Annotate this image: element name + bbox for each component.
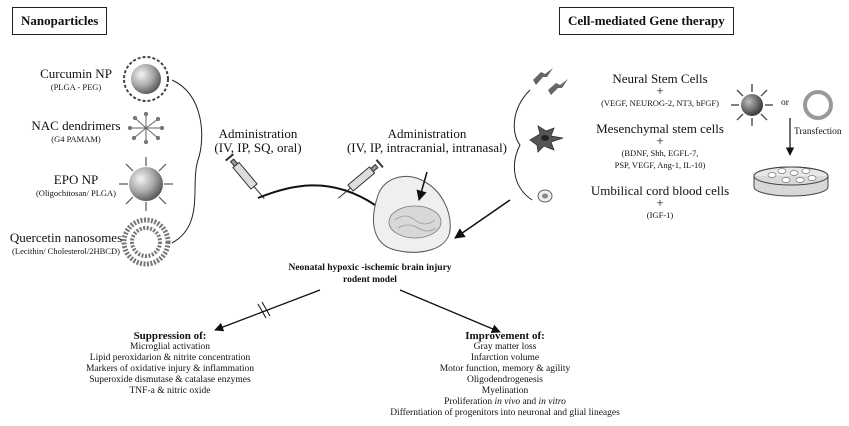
culture-dish-icon xyxy=(753,166,829,197)
nanoparticle-item: EPO NP (Oligochitosan/ PLGA) xyxy=(20,172,132,198)
np-detail: (Oligochitosan/ PLGA) xyxy=(35,188,117,198)
syringe-icon xyxy=(337,159,384,199)
list-item: Differntiation of progenitors into neuro… xyxy=(390,408,620,418)
prolif-invitro: in vitro xyxy=(538,397,566,407)
list-item: Gray matter loss xyxy=(473,342,537,352)
nanoparticle-item: NAC dendrimers (G4 PAMAM) xyxy=(30,118,122,144)
admin-title: Administration xyxy=(387,126,467,141)
np-detail: (Lecithin/ Cholesterol/2HBCD) xyxy=(12,246,120,256)
liposome-vector-icon xyxy=(803,90,833,120)
nanoparticle-item: Curcumin NP (PLGA - PEG) xyxy=(30,66,122,92)
cell-name: Neural Stem Cells xyxy=(612,71,708,86)
np-name: NAC dendrimers xyxy=(31,118,121,133)
cell-plus: + xyxy=(656,83,664,98)
prolif-and: and xyxy=(520,397,539,407)
np-detail: (G4 PAMAM) xyxy=(51,134,101,144)
transfection-label: Transfection xyxy=(794,127,842,137)
cord-blood-cell-icon xyxy=(537,189,553,203)
admin-title: Administration xyxy=(218,126,298,141)
prolif-text: Proliferation xyxy=(444,397,495,407)
list-item: TNF-a & nitric oxide xyxy=(129,386,211,396)
virus-vector-icon xyxy=(731,84,773,126)
cell-plus: + xyxy=(656,195,664,210)
cell-detail: (VEGF, NEUROG-2, NT3, bFGF) xyxy=(601,98,719,108)
model-line1: Neonatal hypoxic -ischemic brain injury xyxy=(288,263,452,273)
prolif-invivo: in vivo xyxy=(494,397,521,407)
np-detail: (PLGA - PEG) xyxy=(50,82,102,92)
list-item: Proliferation in vivo and in vitro xyxy=(365,397,645,408)
model-label: Neonatal hypoxic -ischemic brain injury … xyxy=(270,262,470,286)
cell-item: Umbilical cord blood cells + (IGF-1) xyxy=(575,183,745,221)
np-name: EPO NP xyxy=(53,172,99,187)
nanoparticles-header: Nanoparticles xyxy=(12,7,108,35)
cell-detail: (IGF-1) xyxy=(646,210,674,220)
list-item: Superoxide dismutase & catalase enzymes xyxy=(89,375,251,385)
list-item: Microglial activation xyxy=(130,342,210,352)
cell-detail: (BDNF, Shh, EGFL-7, xyxy=(621,148,699,158)
nanosome-icon xyxy=(121,217,171,267)
list-item: Myelination xyxy=(481,386,529,396)
np-name: Curcumin NP xyxy=(40,66,112,81)
model-line2: rodent model xyxy=(343,275,397,285)
epo-np-icon xyxy=(119,157,173,211)
list-item: Infarction volume xyxy=(470,353,540,363)
admin-center: Administration (IV, IP, intracranial, in… xyxy=(342,127,512,155)
admin-routes: (IV, IP, intracranial, intranasal) xyxy=(346,140,508,155)
or-label: or xyxy=(781,98,789,108)
cell-item: Mesenchymal stem cells + (BDNF, Shh, EGF… xyxy=(580,121,740,171)
suppression-block: Suppression of: Microglial activation Li… xyxy=(55,331,285,397)
list-item: Oligodendrogenesis xyxy=(467,375,543,385)
nanoparticle-item: Quercetin nanosomes (Lecithin/ Cholester… xyxy=(2,230,130,256)
np-name: Quercetin nanosomes xyxy=(9,230,123,245)
list-item: Lipid peroxidarion & nitrite concentrati… xyxy=(89,353,251,363)
cell-name: Umbilical cord blood cells xyxy=(590,183,730,198)
admin-routes: (IV, IP, SQ, oral) xyxy=(214,140,302,155)
improvement-title: Improvement of: xyxy=(465,330,545,342)
cell-detail: PSP, VEGF, Ang-1, IL-10) xyxy=(614,160,706,170)
list-item: Markers of oxidative injury & inflammati… xyxy=(85,364,255,374)
cell-item: Neural Stem Cells + (VEGF, NEUROG-2, NT3… xyxy=(590,71,730,109)
improvement-block: Improvement of: Gray matter loss Infarct… xyxy=(365,331,645,419)
rat-brain-icon xyxy=(373,175,451,253)
mesenchymal-cell-icon xyxy=(529,125,564,153)
cell-plus: + xyxy=(656,133,664,148)
neural-stem-cell-icon xyxy=(533,68,568,95)
curcumin-np-icon xyxy=(123,56,169,102)
gene-therapy-header: Cell-mediated Gene therapy xyxy=(559,7,734,35)
syringe-icon xyxy=(225,153,265,200)
list-item: Motor function, memory & agility xyxy=(439,364,571,374)
dendrimer-icon xyxy=(128,112,164,144)
cell-name: Mesenchymal stem cells xyxy=(596,121,724,136)
admin-left: Administration (IV, IP, SQ, oral) xyxy=(198,127,318,155)
suppression-title: Suppression of: xyxy=(133,330,207,342)
